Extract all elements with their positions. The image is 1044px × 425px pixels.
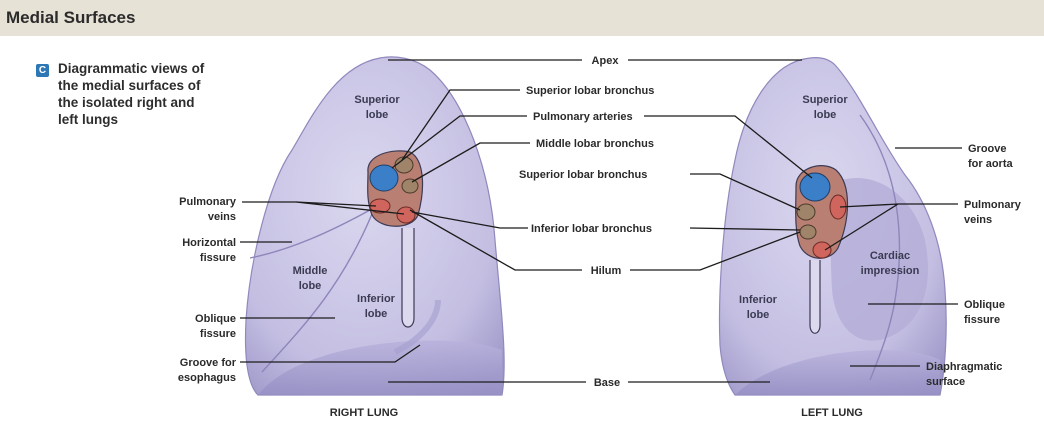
label-apex: Apex [592,55,620,67]
label-middle-lobe-1: Middle [293,265,328,277]
label-cardiac-impression-1: Cardiac [870,250,910,262]
label-left-oblique-fissure-1: Oblique [964,299,1005,311]
label-right-oblique-fissure-1: Oblique [195,313,236,325]
label-left-superior-lobe-2: lobe [814,109,837,121]
left-pulmonary-vein-lower [813,242,831,258]
label-groove-esophagus-2: esophagus [178,372,236,384]
left-inferior-lobar-bronchus [800,225,816,239]
label-left-inferior-lobe-1: Inferior [739,294,778,306]
label-superior-lobar-bronchus-top: Superior lobar bronchus [526,85,654,97]
label-right-superior-lobe-1: Superior [354,94,400,106]
label-right-inferior-lobe-1: Inferior [357,293,396,305]
label-right-lung-title: RIGHT LUNG [330,407,398,419]
label-left-inferior-lobe-2: lobe [747,309,770,321]
label-right-superior-lobe-2: lobe [366,109,389,121]
left-pulmonary-ligament [810,260,820,333]
right-middle-lobar-bronchus [402,179,418,193]
label-right-oblique-fissure-2: fissure [200,328,236,340]
center-labels: Apex Superior lobar bronchus Pulmonary a… [519,55,654,389]
label-hilum: Hilum [591,265,622,277]
label-pulmonary-arteries: Pulmonary arteries [533,111,633,123]
right-pulmonary-artery [370,165,398,191]
label-diaphragmatic-surface-1: Diaphragmatic [926,361,1002,373]
label-groove-aorta-1: Groove [968,143,1007,155]
label-horizontal-fissure-2: fissure [200,252,236,264]
label-base: Base [594,377,620,389]
label-inferior-lobar-bronchus: Inferior lobar bronchus [531,223,652,235]
label-left-pulmonary-veins-2: veins [964,214,992,226]
label-groove-aorta-2: for aorta [968,158,1014,170]
label-groove-esophagus-1: Groove for [180,357,237,369]
label-left-lung-title: LEFT LUNG [801,407,863,419]
label-superior-lobar-bronchus: Superior lobar bronchus [519,169,647,181]
label-left-oblique-fissure-2: fissure [964,314,1000,326]
label-right-pulmonary-veins-2: veins [208,211,236,223]
right-lung [246,57,505,395]
label-horizontal-fissure-1: Horizontal [182,237,236,249]
label-right-pulmonary-veins-1: Pulmonary [179,196,237,208]
right-pulmonary-ligament [402,228,414,327]
right-pulmonary-vein-lower [397,207,415,223]
label-right-inferior-lobe-2: lobe [365,308,388,320]
label-cardiac-impression-2: impression [861,265,920,277]
left-superior-lobar-bronchus [797,204,815,220]
label-diaphragmatic-surface-2: surface [926,376,965,388]
label-left-pulmonary-veins-1: Pulmonary [964,199,1022,211]
label-middle-lobar-bronchus: Middle lobar bronchus [536,138,654,150]
left-pulmonary-artery [800,173,830,201]
label-middle-lobe-2: lobe [299,280,322,292]
label-left-superior-lobe-1: Superior [802,94,848,106]
